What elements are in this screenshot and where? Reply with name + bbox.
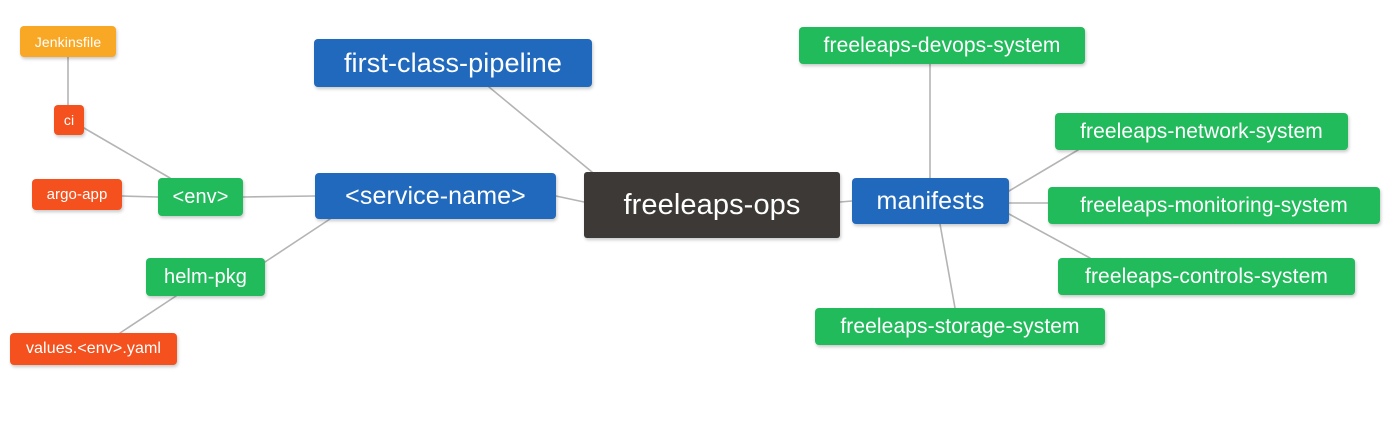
edge-env-to-ci <box>83 127 171 179</box>
node-freeleaps-storage-system[interactable]: freeleaps-storage-system <box>815 308 1105 345</box>
node-first-class-pipeline[interactable]: first-class-pipeline <box>314 39 592 87</box>
edge-root-to-manifests <box>839 200 853 203</box>
node-jenkinsfile[interactable]: Jenkinsfile <box>20 26 116 57</box>
edge-root-to-first-class-pipeline <box>488 86 593 173</box>
node-manifests[interactable]: manifests <box>852 178 1009 224</box>
edge-manifests-to-freeleaps-storage-system <box>939 223 956 309</box>
edge-env-to-argo-app <box>121 195 159 198</box>
edge-service-name-to-helm-pkg <box>264 218 331 263</box>
node-freeleaps-monitoring-system[interactable]: freeleaps-monitoring-system <box>1048 187 1380 224</box>
node-env[interactable]: <env> <box>158 178 243 216</box>
node-values-yaml[interactable]: values.<env>.yaml <box>10 333 177 365</box>
node-service-name[interactable]: <service-name> <box>315 173 556 219</box>
edge-helm-pkg-to-values-yaml <box>119 295 177 334</box>
node-freeleaps-network-system[interactable]: freeleaps-network-system <box>1055 113 1348 150</box>
node-argo-app[interactable]: argo-app <box>32 179 122 210</box>
node-ci[interactable]: ci <box>54 105 84 135</box>
edge-service-name-to-env <box>242 195 316 198</box>
edge-root-to-service-name <box>555 195 585 203</box>
node-root[interactable]: freeleaps-ops <box>584 172 840 238</box>
node-freeleaps-devops-system[interactable]: freeleaps-devops-system <box>799 27 1085 64</box>
node-helm-pkg[interactable]: helm-pkg <box>146 258 265 296</box>
node-freeleaps-controls-system[interactable]: freeleaps-controls-system <box>1058 258 1355 295</box>
edge-manifests-to-freeleaps-network-system <box>1008 149 1079 192</box>
